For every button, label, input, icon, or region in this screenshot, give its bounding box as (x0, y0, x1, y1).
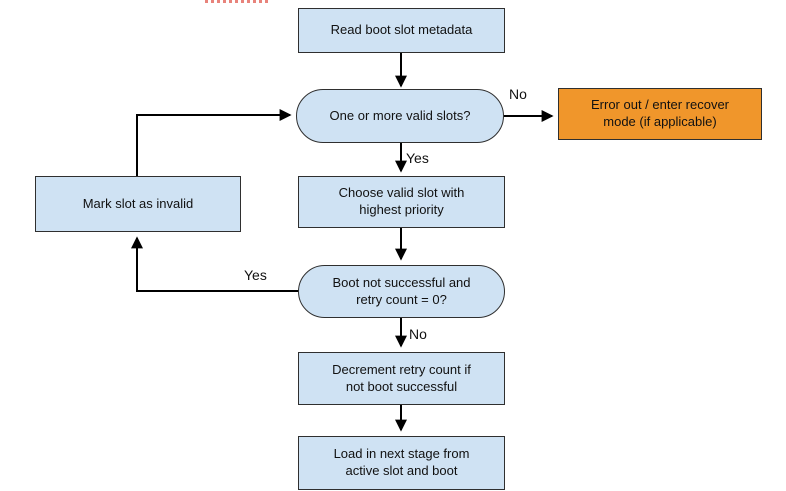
clipped-red-text-artifact (205, 0, 271, 3)
node-mark-slot-invalid: Mark slot as invalid (35, 176, 241, 232)
connector-bootcheck-yes-to-mark (131, 236, 300, 292)
node-choose-valid-slot: Choose valid slot with highest priority (298, 176, 505, 228)
edge-label-yes-valid-slots: Yes (406, 150, 429, 166)
edge-label-no-valid-slots: No (509, 86, 527, 102)
connector-mark-to-validslots (136, 109, 292, 176)
node-load-next-stage: Load in next stage from active slot and … (298, 436, 505, 490)
node-error-recover-mode: Error out / enter recover mode (if appli… (558, 88, 762, 140)
node-decision-valid-slots: One or more valid slots? (296, 89, 504, 143)
edge-label-yes-boot-check: Yes (244, 267, 267, 283)
edge-label-no-boot-check: No (409, 326, 427, 342)
node-decrement-retry-count: Decrement retry count if not boot succes… (298, 352, 505, 405)
node-decision-boot-not-successful: Boot not successful and retry count = 0? (298, 265, 505, 318)
node-read-boot-slot-metadata: Read boot slot metadata (298, 8, 505, 53)
